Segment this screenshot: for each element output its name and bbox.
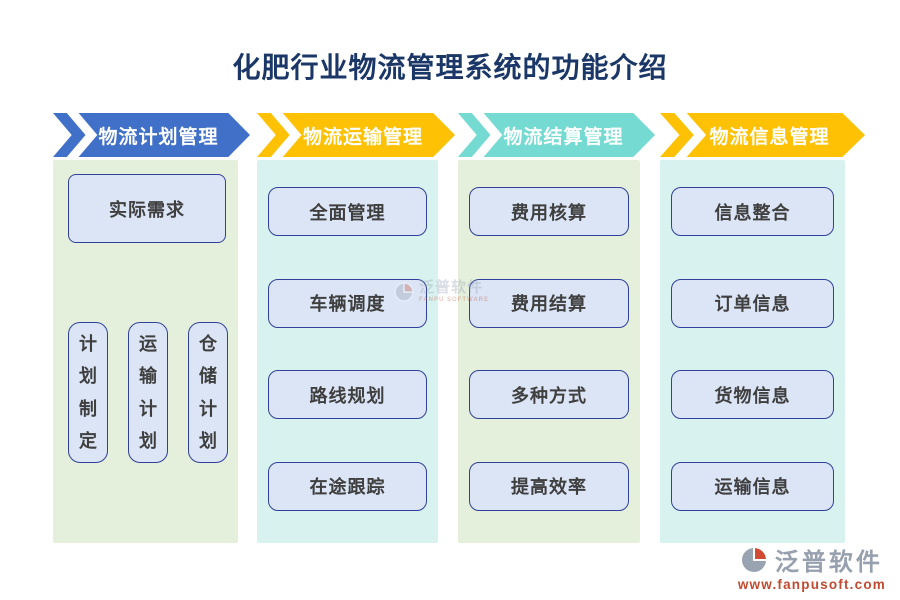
feature-box: 运输信息 <box>671 461 834 511</box>
feature-box: 车辆调度 <box>268 278 427 328</box>
feature-box: 全面管理 <box>268 187 427 236</box>
column-body: 实际需求 计划制定 运输计划 仓储计划 <box>53 160 238 543</box>
banner-arrow-shape <box>257 113 455 157</box>
footer-brand-name: 泛普软件 <box>774 549 883 576</box>
feature-box-vertical: 运输计划 <box>128 322 168 463</box>
footer-brand-logo: 泛普软件 www.fanpusoft.com <box>738 542 886 592</box>
feature-box: 在途跟踪 <box>268 461 427 511</box>
banner-arrow-shape <box>660 113 865 157</box>
feature-box: 费用结算 <box>469 278 629 328</box>
feature-box: 提高效率 <box>469 461 629 511</box>
banner-arrow-shape <box>53 113 250 157</box>
feature-box: 订单信息 <box>671 278 834 328</box>
feature-box-list: 信息整合 订单信息 货物信息 运输信息 <box>660 160 845 543</box>
column-header-banner: 物流结算管理 <box>458 113 655 157</box>
feature-box-list: 费用核算 费用结算 多种方式 提高效率 <box>458 160 640 543</box>
feature-box-list: 全面管理 车辆调度 路线规划 在途跟踪 <box>257 160 438 543</box>
fanpu-logo-icon <box>739 545 768 574</box>
column-header-label: 物流运输管理 <box>302 126 423 148</box>
feature-box: 路线规划 <box>268 370 427 420</box>
column-header-label: 物流计划管理 <box>98 126 219 148</box>
column-body: 全面管理 车辆调度 路线规划 在途跟踪 <box>257 160 438 543</box>
feature-box: 实际需求 <box>68 174 226 243</box>
feature-box: 货物信息 <box>671 370 834 420</box>
footer-brand-row: 泛普软件 <box>738 542 886 577</box>
feature-box-vertical: 计划制定 <box>68 322 108 463</box>
feature-box: 费用核算 <box>469 187 629 236</box>
feature-box: 多种方式 <box>469 370 629 420</box>
column-body: 费用核算 费用结算 多种方式 提高效率 <box>458 160 640 543</box>
column-header-banner: 物流计划管理 <box>53 113 250 157</box>
feature-box: 信息整合 <box>671 187 834 236</box>
page-title: 化肥行业物流管理系统的功能介绍 <box>232 52 668 83</box>
banner-arrow-shape <box>458 113 655 157</box>
column-logistics-information: 物流信息管理 信息整合 订单信息 货物信息 运输信息 <box>660 113 865 543</box>
column-header-banner: 物流信息管理 <box>660 113 865 157</box>
footer-brand-url: www.fanpusoft.com <box>737 577 886 592</box>
column-header-label: 物流信息管理 <box>709 126 830 148</box>
column-logistics-plan: 物流计划管理 实际需求 计划制定 运输计划 仓储计划 <box>53 113 250 543</box>
column-header-label: 物流结算管理 <box>503 126 624 148</box>
feature-box-vertical: 仓储计划 <box>188 322 228 463</box>
vertical-box-row: 计划制定 运输计划 仓储计划 <box>68 322 228 463</box>
column-logistics-settlement: 物流结算管理 费用核算 费用结算 多种方式 提高效率 <box>458 113 655 543</box>
column-body: 信息整合 订单信息 货物信息 运输信息 <box>660 160 845 543</box>
column-header-banner: 物流运输管理 <box>257 113 455 157</box>
column-logistics-transport: 物流运输管理 全面管理 车辆调度 路线规划 在途跟踪 <box>257 113 455 543</box>
